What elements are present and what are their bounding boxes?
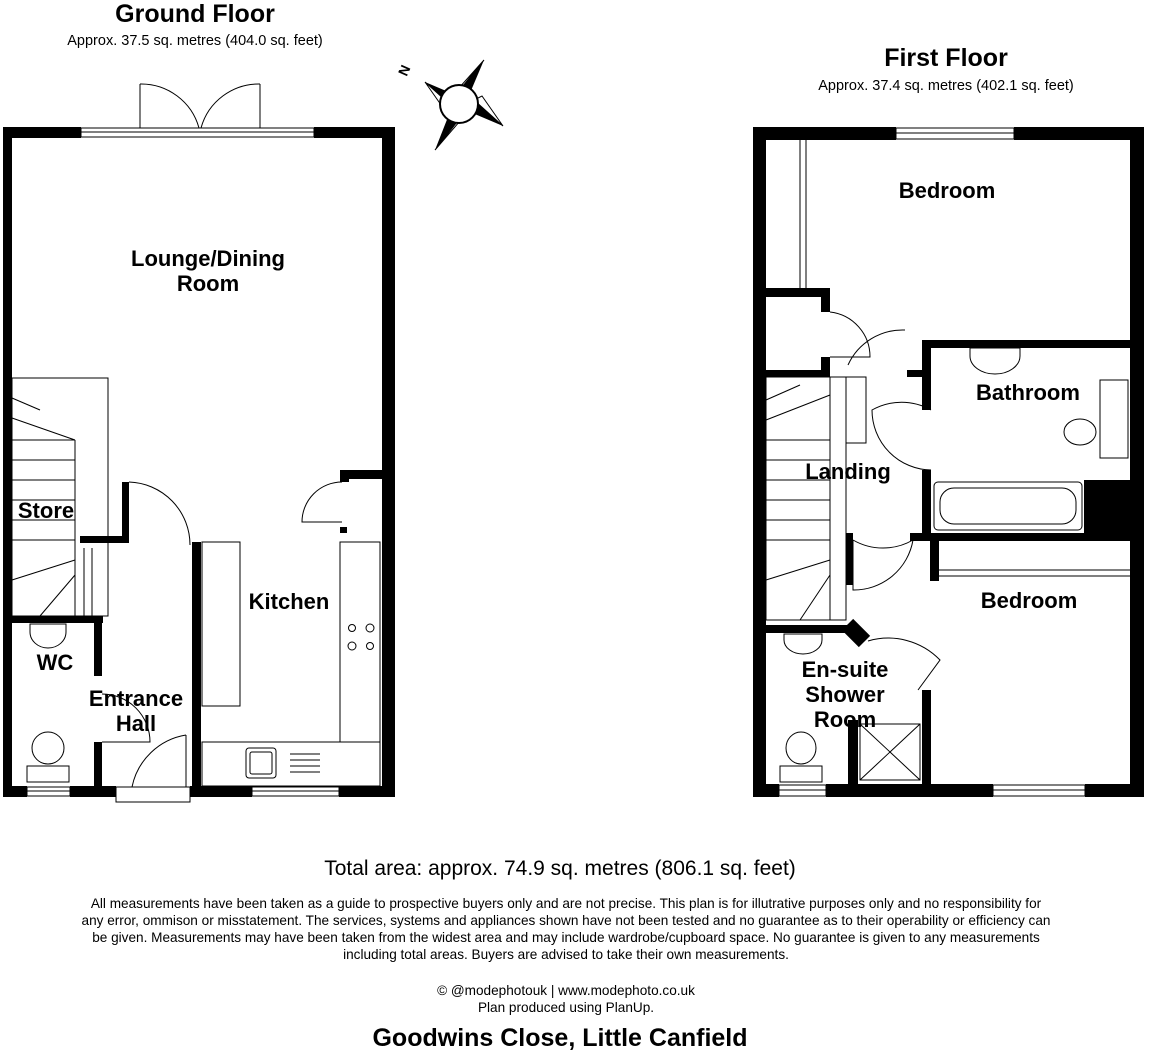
- total-area: Total area: approx. 74.9 sq. metres (806…: [324, 857, 796, 880]
- room-label-room: Room: [814, 707, 876, 732]
- room-label-store: Store: [18, 498, 74, 523]
- property-address: Goodwins Close, Little Canfield: [372, 1024, 748, 1052]
- ground-floor-fixtures: [11, 83, 381, 803]
- room-label-ensuite: En-suite: [802, 657, 889, 682]
- credit-line-2: Plan produced using PlanUp.: [477, 1000, 655, 1015]
- room-label-wc: WC: [37, 650, 74, 675]
- room-label-bathroom: Bathroom: [976, 380, 1080, 405]
- first-floor-fixtures: [765, 127, 1130, 797]
- room-label-landing: Landing: [805, 459, 891, 484]
- ground-floor-plan: [3, 127, 395, 797]
- first-floor-area: Approx. 37.4 sq. metres (402.1 sq. feet): [818, 78, 1074, 94]
- first-floor-title: First Floor: [884, 44, 1008, 72]
- compass-icon: N: [395, 59, 504, 151]
- room-label-kitchen: Kitchen: [249, 589, 330, 614]
- compass-north-label: N: [395, 62, 414, 78]
- credit-line-1: © @modephotouk | www.modephoto.co.uk: [437, 983, 695, 998]
- room-label-lounge: Lounge/Dining: [131, 246, 285, 271]
- ground-floor-title: Ground Floor: [115, 0, 275, 28]
- first-floor-plan: [753, 127, 1144, 797]
- floor-plan-drawing: N: [3, 59, 1144, 803]
- ground-floor-area: Approx. 37.5 sq. metres (404.0 sq. feet): [67, 33, 323, 49]
- room-label-entrance: Entrance: [89, 686, 183, 711]
- disclaimer-text: All measurements have been taken as a gu…: [81, 896, 1051, 962]
- room-label-hall: Hall: [116, 711, 156, 736]
- room-label-lounge-2: Room: [177, 271, 239, 296]
- room-label-bedroom-bottom: Bedroom: [981, 588, 1078, 613]
- room-label-bedroom-top: Bedroom: [899, 178, 996, 203]
- room-label-shower: Shower: [805, 682, 885, 707]
